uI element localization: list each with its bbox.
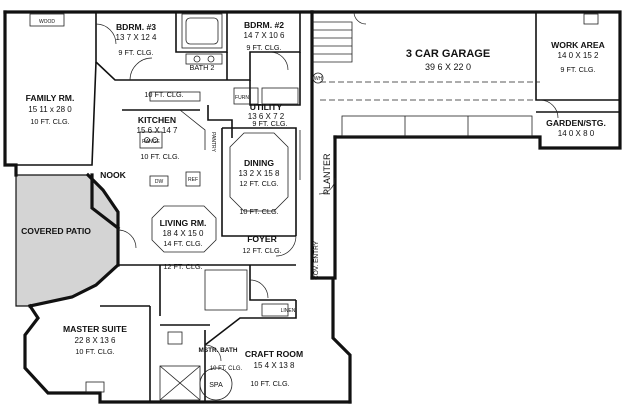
garage-walls [299,10,622,280]
bdrm3-ceiling: 9 FT. CLG. [118,48,153,57]
dining-tray-ceiling [229,132,289,212]
craft-size: 15 4 X 13 8 [254,361,295,370]
garage-stairs [312,21,353,63]
wh-label: WH [314,76,323,82]
living-size: 18 4 X 15 0 [163,229,204,238]
water-heater-symbol [312,72,324,84]
master-ceiling: 10 FT. CLG. [75,347,114,356]
hall-ceiling: 10 FT. CLG. [144,90,183,99]
bdrm3-name: BDRM. #3 [116,22,156,32]
family-name: FAMILY RM. [26,93,75,103]
wood-label: WOOD [39,19,55,25]
craft-ceiling: 10 FT. CLG. [250,379,289,388]
kitchen-counter [149,91,201,102]
living-name: LIVING RM. [160,218,207,228]
garage-size: 39 6 X 22 0 [425,62,471,72]
work-ceiling: 9 FT. CLG. [560,65,595,74]
tv-stand [85,381,105,393]
bdrm2-ceiling: 9 FT. CLG. [246,43,281,52]
nook-name: NOOK [100,170,127,180]
mbath-name: MSTR. BATH [199,347,238,354]
bathtub-symbol [181,13,223,49]
linen-label: LINEN [281,308,296,314]
garage-name: 3 CAR GARAGE [406,48,490,60]
work-size: 14 0 X 15 2 [558,51,599,60]
garden-size: 14 0 X 8 0 [558,129,595,138]
patio-name: COVERED PATIO [21,226,91,236]
fireplace-symbol [29,13,65,27]
exterior-walls [3,10,352,404]
bdrm2-name: BDRM. #2 [244,20,284,30]
interior-walls [16,12,301,402]
closet-shelving [204,269,248,311]
washer-dryer-symbol [233,87,259,105]
dw-label: DW [155,179,164,185]
family-size: 15 11 x 28 0 [28,105,72,114]
foyer-ceiling: 12 FT. CLG. [242,246,281,255]
bdrm3-size: 13 7 X 12 4 [116,33,157,42]
master-name: MASTER SUITE [63,324,127,334]
cov-entry-label: COV. ENTRY [313,240,320,280]
utility-size: 13 6 X 7 2 [248,112,285,121]
kitchen-name: KITCHEN [138,115,176,125]
door-swings [95,11,559,362]
living-ceiling-perimeter: 12 FT. CLG. [163,262,202,271]
range-label: RANGE [142,139,160,145]
garage-storage-shelves [341,115,533,137]
kitchen-ceiling: 10 FT. CLG. [140,152,179,161]
linen-closet [261,303,289,317]
living-tray-ceiling [151,205,217,253]
bath2-name: BATH 2 [189,63,214,72]
covered-patio-area [15,174,119,307]
kitchen-island [139,131,163,149]
planter-label: PLANTER [322,153,332,195]
spa-label: SPA [209,382,223,389]
utility-name: UTILITY [250,102,283,112]
refrigerator-symbol [185,171,201,187]
family-ceiling: 10 FT. CLG. [30,117,69,126]
dishwasher-symbol [149,175,169,187]
dining-size: 13 2 X 15 8 [239,169,280,178]
ref-label: REF [188,177,198,183]
work-name: WORK AREA [551,40,605,50]
dining-ceiling-perimeter: 10 FT. CLG. [239,207,278,216]
dining-name: DINING [244,158,274,168]
mbath-ceiling: 10 FT. CLG. [210,366,243,372]
utility-ceiling: 9 FT. CLG. [252,119,287,128]
room-labels: BDRM. #3 13 7 X 12 4 9 FT. CLG. BDRM. #2… [21,20,606,388]
fixtures [29,13,599,401]
garden-name: GARDEN/STG. [546,118,606,128]
dining-ceiling: 12 FT. CLG. [239,179,278,188]
pantry-label: PANTRY [210,132,216,152]
garage-utility-box [583,13,599,25]
kitchen-size: 15 6 X 14 7 [137,126,178,135]
toilet-symbol [167,331,183,345]
foyer-name: FOYER [247,234,277,244]
craft-name: CRAFT ROOM [245,349,303,359]
annotations: PLANTER COV. ENTRY SPA WOOD RANGE LINEN … [39,19,332,389]
bdrm2-size: 14 7 X 10 6 [244,31,285,40]
master-size: 22 8 X 13 6 [75,336,116,345]
furn-label: FURN [235,95,249,101]
spa-tub-symbol [199,367,233,401]
living-ceiling: 14 FT. CLG. [163,239,202,248]
